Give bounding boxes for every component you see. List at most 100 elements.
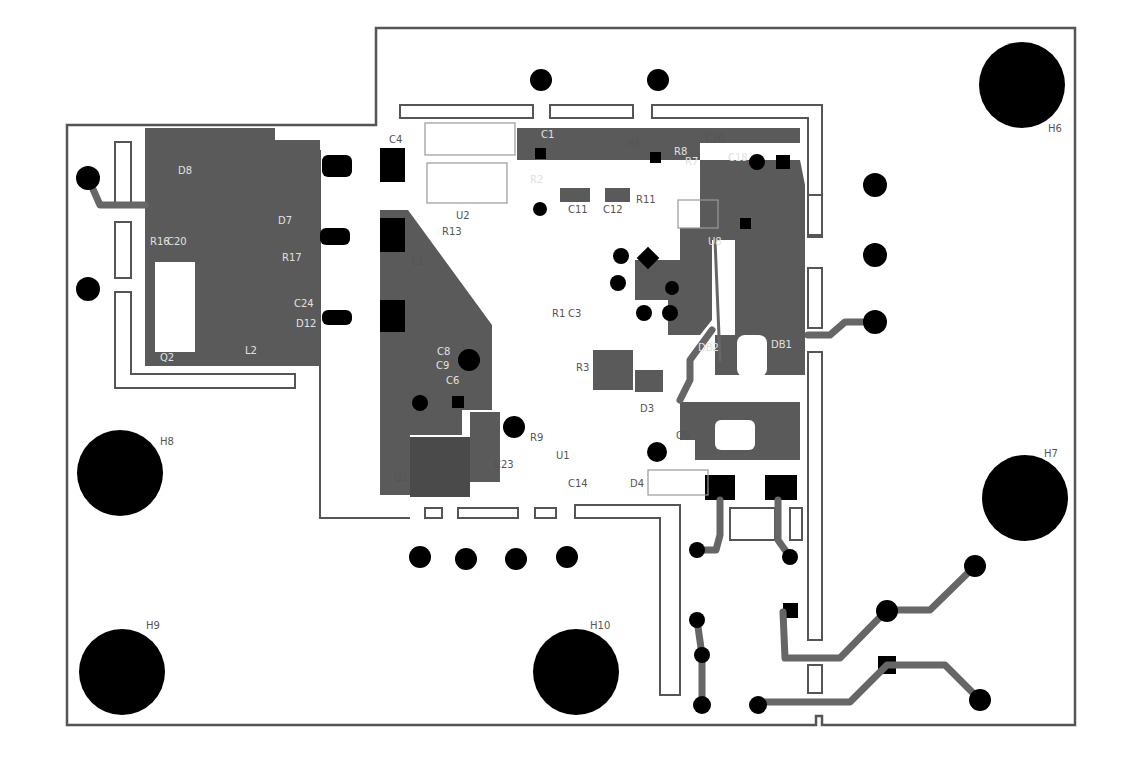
trace xyxy=(758,665,980,702)
pad xyxy=(380,148,405,182)
part-label: D8 xyxy=(178,165,192,177)
slot xyxy=(790,508,802,540)
via xyxy=(647,69,669,91)
part-label: R16 xyxy=(150,236,170,248)
pad xyxy=(740,218,751,229)
slot xyxy=(808,195,822,237)
via xyxy=(556,546,578,568)
via xyxy=(689,612,705,628)
slot xyxy=(808,352,822,640)
pad xyxy=(320,228,350,245)
via xyxy=(636,305,652,321)
part-label: R17 xyxy=(282,252,302,264)
part-label: DB1 xyxy=(771,339,792,351)
part-label: Q2 xyxy=(160,352,174,364)
via xyxy=(610,275,626,291)
pad xyxy=(593,350,633,390)
slot xyxy=(535,508,556,518)
pads xyxy=(320,148,896,674)
clearance xyxy=(715,420,755,450)
part-label: C9 xyxy=(436,360,449,372)
pad xyxy=(380,218,405,252)
pad xyxy=(322,155,352,177)
silkscreen-outlines xyxy=(425,123,718,495)
pour-clearances xyxy=(155,262,767,450)
mounting-hole-label: H10 xyxy=(590,620,610,632)
via xyxy=(749,696,767,714)
via xyxy=(505,548,527,570)
part-label: U2 xyxy=(456,210,470,222)
trace xyxy=(783,566,975,658)
mounting-hole-label: H6 xyxy=(1048,123,1062,135)
part-label: C3 xyxy=(568,308,581,320)
via xyxy=(503,416,525,438)
mounting-hole xyxy=(79,629,165,715)
copper-pour xyxy=(410,437,470,497)
part-label: C18 xyxy=(728,152,748,164)
via xyxy=(76,277,100,301)
part-label: D4 xyxy=(630,478,644,490)
pad xyxy=(765,475,797,500)
via xyxy=(693,696,711,714)
via xyxy=(863,173,887,197)
via xyxy=(694,647,710,663)
pad xyxy=(635,370,663,392)
via xyxy=(647,442,667,462)
via xyxy=(458,349,480,371)
clearance xyxy=(737,335,767,377)
part-label: C14 xyxy=(568,478,588,490)
via xyxy=(964,555,986,577)
slot xyxy=(550,105,633,118)
copper-pour xyxy=(145,128,320,366)
copper-pour xyxy=(635,228,712,335)
part-label: C10 xyxy=(705,133,725,145)
via xyxy=(613,248,629,264)
via xyxy=(665,281,679,295)
part-label: C6 xyxy=(446,375,459,387)
part-label: R9 xyxy=(530,432,543,444)
part-label: L2 xyxy=(245,345,257,357)
part-label: C12 xyxy=(603,204,623,216)
slot xyxy=(730,508,775,540)
pad xyxy=(650,152,661,163)
via xyxy=(782,549,798,565)
slot xyxy=(400,105,533,118)
trace xyxy=(680,330,712,400)
via xyxy=(76,166,100,190)
part-label: R7 xyxy=(685,156,698,168)
part-label: C20 xyxy=(167,236,187,248)
part-label: R6 xyxy=(628,138,641,150)
pad xyxy=(705,475,735,500)
trace xyxy=(697,500,720,550)
part-label: D12 xyxy=(296,318,316,330)
pad xyxy=(322,310,352,325)
part-label: C23 xyxy=(494,459,514,471)
via xyxy=(533,202,547,216)
via xyxy=(876,600,898,622)
pad xyxy=(380,300,405,332)
part-label: D7 xyxy=(278,215,292,227)
mounting-hole-label: H8 xyxy=(160,436,174,448)
routing-slots xyxy=(115,105,822,695)
slot xyxy=(115,142,131,205)
pad xyxy=(535,148,546,159)
part-label: C11 xyxy=(568,204,588,216)
part-label: R13 xyxy=(442,226,462,238)
part-label: R3 xyxy=(576,362,589,374)
via xyxy=(455,548,477,570)
component-outline xyxy=(425,123,515,155)
mounting-hole xyxy=(979,42,1065,128)
part-label: Q1 xyxy=(394,472,408,484)
copper-pour xyxy=(470,412,500,482)
part-label: C1 xyxy=(541,129,554,141)
mounting-hole-label: H7 xyxy=(1044,448,1058,460)
component-outline xyxy=(427,163,507,203)
via xyxy=(969,689,991,711)
mounting-hole xyxy=(533,629,619,715)
via xyxy=(749,154,765,170)
slot xyxy=(808,268,822,328)
copper-pours xyxy=(145,128,805,497)
part-label: L1 xyxy=(412,256,424,268)
